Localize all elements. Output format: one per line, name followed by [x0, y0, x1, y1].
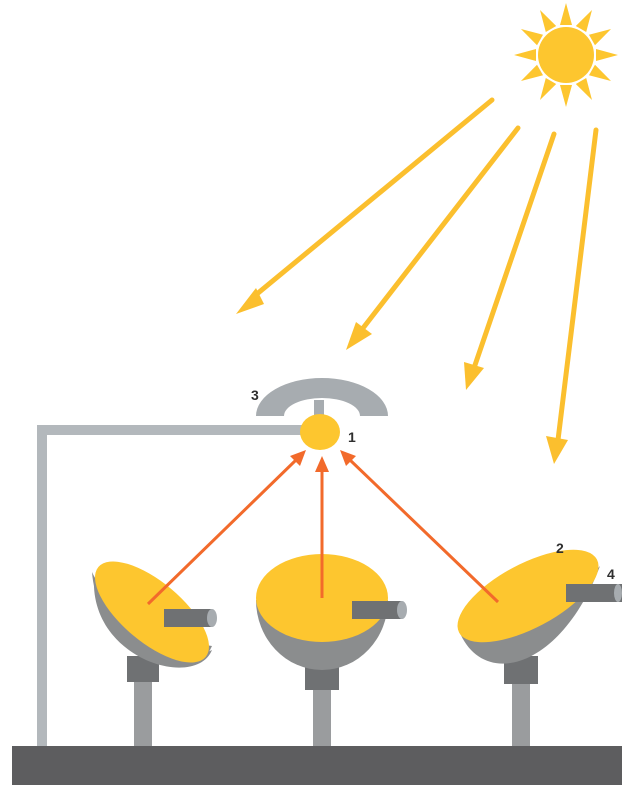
sun-rays	[236, 100, 596, 464]
frame-vertical	[37, 425, 47, 755]
dish-center-arm	[352, 601, 402, 619]
sun-ray-1	[252, 100, 492, 298]
dish-left	[79, 544, 225, 746]
sun-disk	[538, 27, 594, 83]
dish-center	[256, 554, 407, 746]
dish-left-pole	[134, 678, 152, 746]
receiver	[300, 414, 340, 450]
dish-right-pole	[512, 680, 530, 746]
dish-left-arm	[164, 609, 212, 627]
sun-ray-3-arrowhead	[464, 362, 484, 390]
sun-ray-4-arrowhead	[546, 436, 568, 464]
label-receiver: 1	[348, 429, 356, 445]
label-shield: 3	[251, 387, 259, 403]
frame-horizontal	[37, 425, 307, 435]
ground	[12, 746, 622, 785]
dish-right	[444, 531, 622, 746]
reflected-rays	[148, 450, 498, 604]
dish-center-arm-end	[397, 601, 407, 619]
label-mount: 4	[607, 566, 615, 582]
shield-stem	[314, 400, 324, 416]
dish-left-arm-end	[207, 609, 217, 627]
label-dish: 2	[556, 540, 564, 556]
sun-ray-2-arrowhead	[346, 322, 372, 350]
dish-center-pole	[313, 686, 331, 746]
dish-right-arm	[566, 584, 622, 602]
sun-icon	[514, 3, 618, 107]
reflected-ray-center-arrowhead	[315, 456, 329, 472]
dish-right-arm-end	[614, 584, 622, 602]
sun-ray-4	[558, 130, 596, 440]
